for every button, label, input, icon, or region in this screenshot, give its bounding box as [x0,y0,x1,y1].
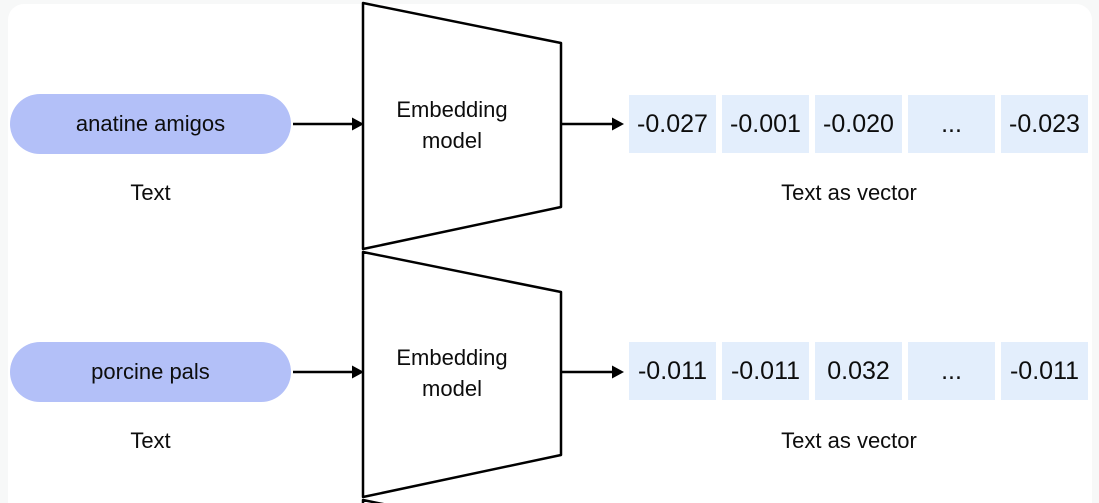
embedding-model-trapezoid-1 [361,1,563,251]
vector-row-2: -0.011 -0.011 0.032 ... -0.011 [629,342,1088,400]
vector-cell: 0.032 [815,342,902,400]
embedding-model-trapezoid-2 [361,250,563,499]
vector-caption-2: Text as vector [781,428,917,453]
embedding-model-label-1: Embedding model [396,97,508,153]
arrow-input-to-model-2 [293,365,364,379]
vector-cell: -0.023 [1001,95,1088,153]
vector-cell-ellipsis: ... [908,95,995,153]
arrowhead-icon [612,117,624,131]
arrowhead-icon [612,365,624,379]
vector-cell: -0.001 [722,95,809,153]
input-pill-2: porcine pals [10,342,291,402]
arrow-model-to-vector-2 [562,365,624,379]
arrowhead-icon [352,117,364,131]
vector-cell: -0.020 [815,95,902,153]
input-caption-1: Text [130,180,171,205]
vector-cell: -0.011 [1001,342,1088,400]
embedding-model-label-2: Embedding model [396,345,508,401]
vector-cell: -0.027 [629,95,716,153]
input-pill-1: anatine amigos [10,94,291,154]
input-caption-2: Text [130,428,171,453]
vector-row-1: -0.027 -0.001 -0.020 ... -0.023 [629,95,1088,153]
vector-caption-1: Text as vector [781,180,917,205]
input-text-2: porcine pals [91,359,210,384]
embedding-model-trapezoid-3-partial [361,498,385,503]
arrow-model-to-vector-1 [562,117,624,131]
vector-cell: -0.011 [629,342,716,400]
input-text-1: anatine amigos [75,111,226,136]
vector-cell-ellipsis: ... [908,342,995,400]
arrow-input-to-model-1 [293,117,364,131]
vector-cell: -0.011 [722,342,809,400]
arrowhead-icon [352,365,364,379]
